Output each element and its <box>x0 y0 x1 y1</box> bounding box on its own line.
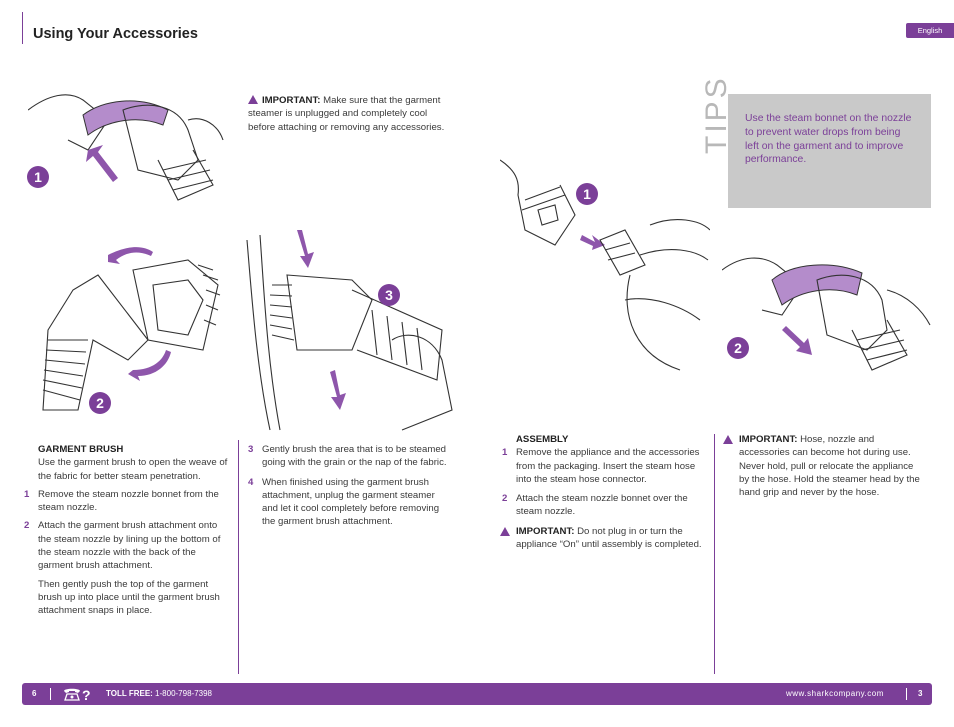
footer-page-right: 3 <box>918 689 923 698</box>
warning-icon <box>723 435 733 444</box>
step-badge-3: 3 <box>378 284 400 306</box>
warning-icon <box>248 95 258 104</box>
column-divider-2 <box>714 434 715 674</box>
step-badge-1: 1 <box>27 166 49 188</box>
illustration-brushing-fabric <box>246 230 453 431</box>
illustration-remove-bonnet <box>28 94 224 201</box>
illustration-brush-attachment <box>42 247 221 411</box>
header-rule <box>22 12 23 44</box>
step-item-2-cont: Then gently push the top of the garment … <box>38 578 220 617</box>
important-unplug-note: IMPORTANT: Make sure that the garment st… <box>248 95 445 133</box>
toll-free: TOLL FREE: 1-800-798-7398 <box>106 689 212 698</box>
svg-text:?: ? <box>82 687 91 702</box>
language-tab[interactable]: English <box>906 23 954 38</box>
garment-brush-heading: GARMENT BRUSH <box>38 444 124 455</box>
tips-box <box>728 94 931 208</box>
garment-brush-column: GARMENT BRUSH Use the garment brush to o… <box>24 443 230 618</box>
footer-url[interactable]: www.sharkcompany.com <box>786 689 884 698</box>
footer-divider <box>50 688 51 700</box>
assembly-heading: ASSEMBLY <box>516 434 569 445</box>
phone-help-icon: ? <box>64 687 91 702</box>
important-hot-text: IMPORTANT: Hose, nozzle and accessories … <box>723 433 925 499</box>
step-badge-2: 2 <box>89 392 111 414</box>
assembly-badge-1: 1 <box>576 183 598 205</box>
column-divider-1 <box>238 440 239 674</box>
tips-text: Use the steam bonnet on the nozzle to pr… <box>745 113 912 166</box>
assembly-important: IMPORTANT: Do not plug in or turn the ap… <box>500 525 708 552</box>
important-hot-note: IMPORTANT: Hose, nozzle and accessories … <box>723 433 925 499</box>
illustration-bonnet-on-nozzle <box>722 257 931 371</box>
garment-brush-intro: Use the garment brush to open the weave … <box>38 457 228 482</box>
footer-bar: 6 ? TOLL FREE: 1-800-798-7398 www.sharkc… <box>22 683 932 705</box>
warning-icon <box>500 526 510 536</box>
footer-page-left: 6 <box>32 689 37 698</box>
footer-divider-right <box>906 688 907 700</box>
page-title: Using Your Accessories <box>33 26 198 42</box>
assembly-badge-2: 2 <box>727 337 749 359</box>
illustration-hose-connector <box>500 159 710 371</box>
